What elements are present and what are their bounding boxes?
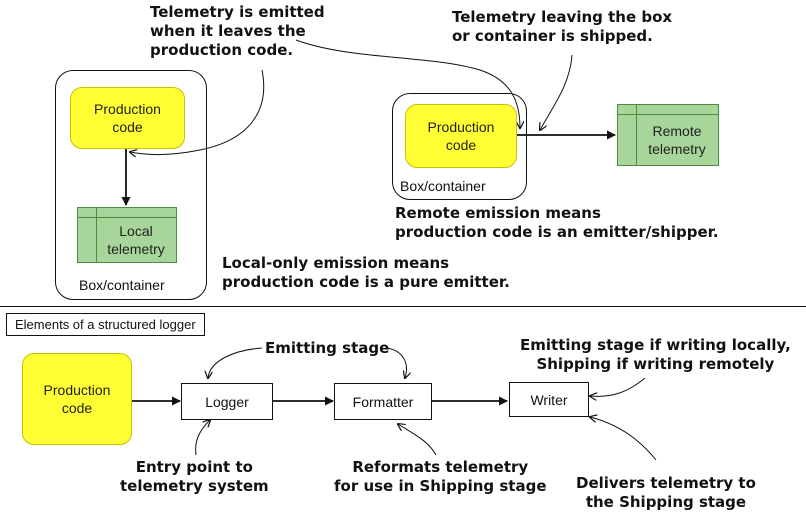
remote-telemetry-store: Remote telemetry xyxy=(617,104,719,166)
table-icon xyxy=(618,105,718,115)
production-code-local: Production code xyxy=(70,87,185,149)
caption-local-emission: Local-only emission means production cod… xyxy=(222,254,510,291)
callout-line-logger-note xyxy=(195,420,210,456)
production-code-remote: Production code xyxy=(405,104,517,168)
remote-telemetry-label: Remote telemetry xyxy=(648,122,706,157)
production-code-label: Production code xyxy=(427,119,495,153)
callout-line-emitting-logger xyxy=(208,347,263,378)
table-icon-column xyxy=(96,208,97,262)
box-container-remote xyxy=(392,93,527,200)
callout-line-writer-note xyxy=(590,377,646,396)
section-divider xyxy=(0,306,806,307)
logger-stage: Logger xyxy=(181,383,273,420)
writer-delivery-note: Delivers telemetry to the Shipping stage xyxy=(576,474,756,511)
formatter-stage: Formatter xyxy=(334,383,432,420)
callout-line-shipped xyxy=(540,54,573,130)
caption-remote-emission: Remote emission means production code is… xyxy=(395,204,719,241)
box-container-local xyxy=(55,70,207,300)
callout-emitted: Telemetry is emitted when it leaves the … xyxy=(150,3,325,59)
formatter-note: Reformats telemetry for use in Shipping … xyxy=(334,458,547,495)
callout-line-formatter-note xyxy=(398,424,437,456)
container-label-remote: Box/container xyxy=(400,178,486,194)
local-telemetry-label: Local telemetry xyxy=(107,222,165,257)
production-code-logger-source: Production code xyxy=(22,353,132,445)
production-code-label: Production code xyxy=(94,101,161,135)
table-icon xyxy=(78,208,176,218)
callout-shipped: Telemetry leaving the box or container i… xyxy=(452,8,673,45)
local-telemetry-store: Local telemetry xyxy=(77,207,177,263)
section-title: Elements of a structured logger xyxy=(6,313,205,336)
table-icon-column xyxy=(636,105,637,165)
logger-note: Entry point to telemetry system xyxy=(120,458,269,495)
container-label-local: Box/container xyxy=(79,277,165,293)
production-code-label: Production code xyxy=(43,382,111,416)
writer-stage-note: Emitting stage if writing locally, Shipp… xyxy=(520,336,791,373)
emitting-stage-label: Emitting stage xyxy=(265,339,390,357)
writer-stage: Writer xyxy=(509,382,589,417)
callout-line-writer-delivery xyxy=(590,417,657,461)
